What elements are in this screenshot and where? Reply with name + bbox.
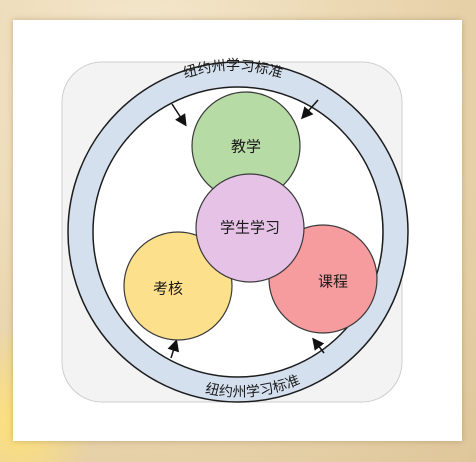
node-assessment bbox=[123, 231, 233, 341]
arrow-bottom-right bbox=[312, 337, 325, 354]
node-label-teaching: 教学 bbox=[231, 138, 261, 156]
node-label-assessment: 考核 bbox=[153, 280, 183, 298]
node-learning bbox=[195, 173, 305, 283]
arrow-top-right bbox=[301, 99, 319, 120]
ring-label-top: 纽约州学习标准 bbox=[181, 58, 284, 82]
arrow-top-left bbox=[171, 103, 187, 127]
node-label-learning: 学生学习 bbox=[220, 219, 280, 237]
node-label-curriculum: 课程 bbox=[318, 273, 348, 291]
arrow-bottom-left bbox=[167, 339, 180, 359]
